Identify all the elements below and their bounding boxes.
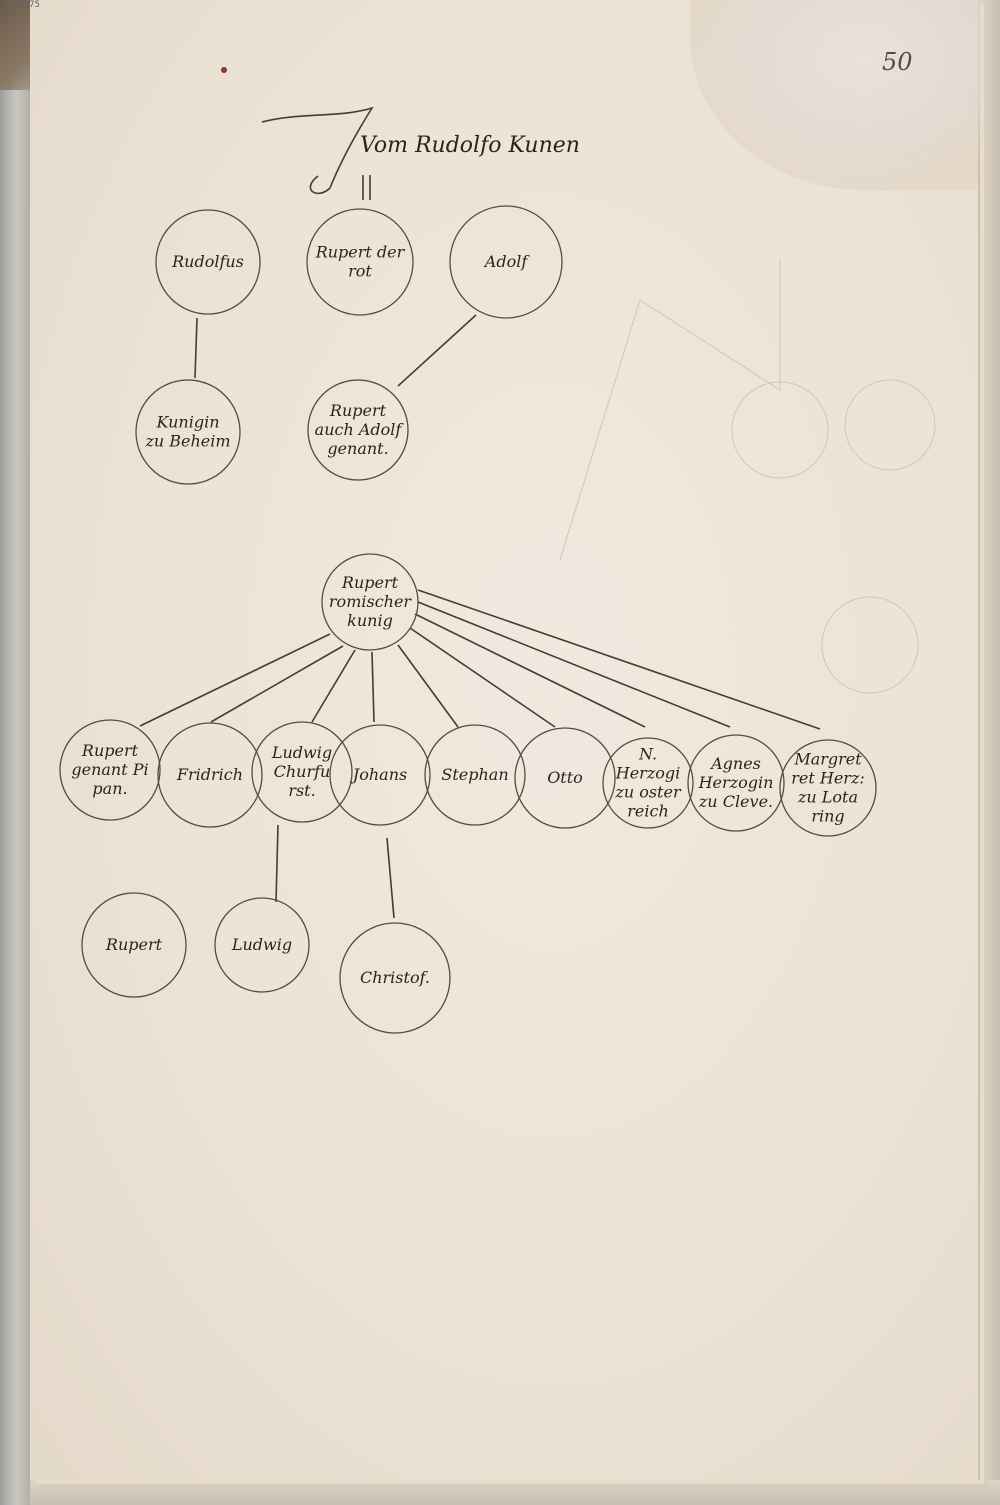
node-circle	[157, 722, 263, 828]
node-label: reich	[627, 802, 669, 821]
node-label: N.	[638, 745, 657, 764]
node-label: Adolf	[483, 252, 531, 271]
node-label: Christof.	[360, 968, 430, 987]
node-label: Stephan	[441, 765, 508, 784]
node-label: romischer	[329, 592, 413, 611]
node-circle	[779, 739, 877, 837]
tree-node-adolf: Adolf	[449, 205, 563, 319]
tree-node-rudolfus: Rudolfus	[155, 209, 261, 315]
node-circle	[514, 727, 616, 829]
node-circle	[329, 724, 431, 826]
node-label: Rupert	[105, 935, 163, 954]
node-label: kunig	[347, 611, 393, 630]
node-label: rst.	[288, 781, 315, 800]
tree-connectors	[139, 314, 821, 919]
tree-node-rupert-child: Rupert	[81, 892, 187, 998]
node-label: ring	[811, 807, 844, 826]
tree-node-stephan: Stephan	[424, 724, 526, 826]
node-circle	[81, 892, 187, 998]
node-circle	[251, 721, 353, 823]
tree-node-christof: Christof.	[339, 922, 451, 1034]
node-label: genant Pi	[71, 760, 148, 779]
node-label: ret Herz:	[791, 769, 865, 788]
node-label: zu Beheim	[144, 432, 230, 451]
node-circle	[307, 379, 409, 481]
paper-leaf	[30, 0, 978, 1480]
node-circle	[449, 205, 563, 319]
node-label: rot	[348, 262, 372, 281]
node-circle	[59, 719, 161, 821]
node-circle	[339, 922, 451, 1034]
node-label: Agnes	[709, 754, 761, 773]
node-label: Rupert	[81, 741, 139, 760]
ink-dot	[221, 67, 227, 73]
title-flourish	[261, 106, 374, 194]
node-circle	[321, 553, 419, 651]
node-label: zu Cleve.	[698, 792, 773, 811]
library-mark: 1109575	[2, 0, 40, 10]
node-circle	[135, 379, 241, 485]
node-circle	[602, 737, 694, 829]
node-label: Rupert	[341, 573, 399, 592]
node-label: Rupert der	[315, 243, 406, 262]
tree-node-ludwig-child: Ludwig	[214, 897, 310, 993]
node-label: Herzogin	[698, 773, 774, 792]
page-edge-bottom	[30, 1480, 1000, 1505]
node-label: Margret	[793, 750, 862, 769]
node-label: genant.	[327, 439, 388, 458]
node-circle	[214, 897, 310, 993]
node-label: Rupert	[329, 401, 387, 420]
node-label: Churfu	[274, 762, 331, 781]
bleed-through	[559, 260, 936, 694]
node-circle	[687, 734, 785, 832]
node-label: Otto	[547, 768, 583, 787]
node-label: Ludwig	[231, 935, 292, 954]
node-circle	[155, 209, 261, 315]
folio-number: 50	[882, 48, 913, 76]
node-circle	[306, 208, 414, 316]
tree-node-otto: Otto	[514, 727, 616, 829]
node-label: zu oster	[614, 783, 682, 802]
node-label: Ludwig	[271, 743, 332, 762]
node-label: Herzogi	[615, 764, 681, 783]
node-label: Johans	[350, 765, 407, 784]
tree-title: Vom Rudolfo Kunen	[360, 133, 580, 158]
node-label: Fridrich	[176, 765, 243, 784]
tree-node-johans: Johans	[329, 724, 431, 826]
node-label: Kunigin	[156, 413, 220, 432]
node-circle	[424, 724, 526, 826]
node-label: Rudolfus	[171, 252, 244, 271]
node-label: zu Lota	[797, 788, 858, 807]
node-label: auch Adolf	[315, 420, 405, 439]
node-label: pan.	[92, 779, 127, 798]
tree-node-fridrich: Fridrich	[157, 722, 263, 828]
